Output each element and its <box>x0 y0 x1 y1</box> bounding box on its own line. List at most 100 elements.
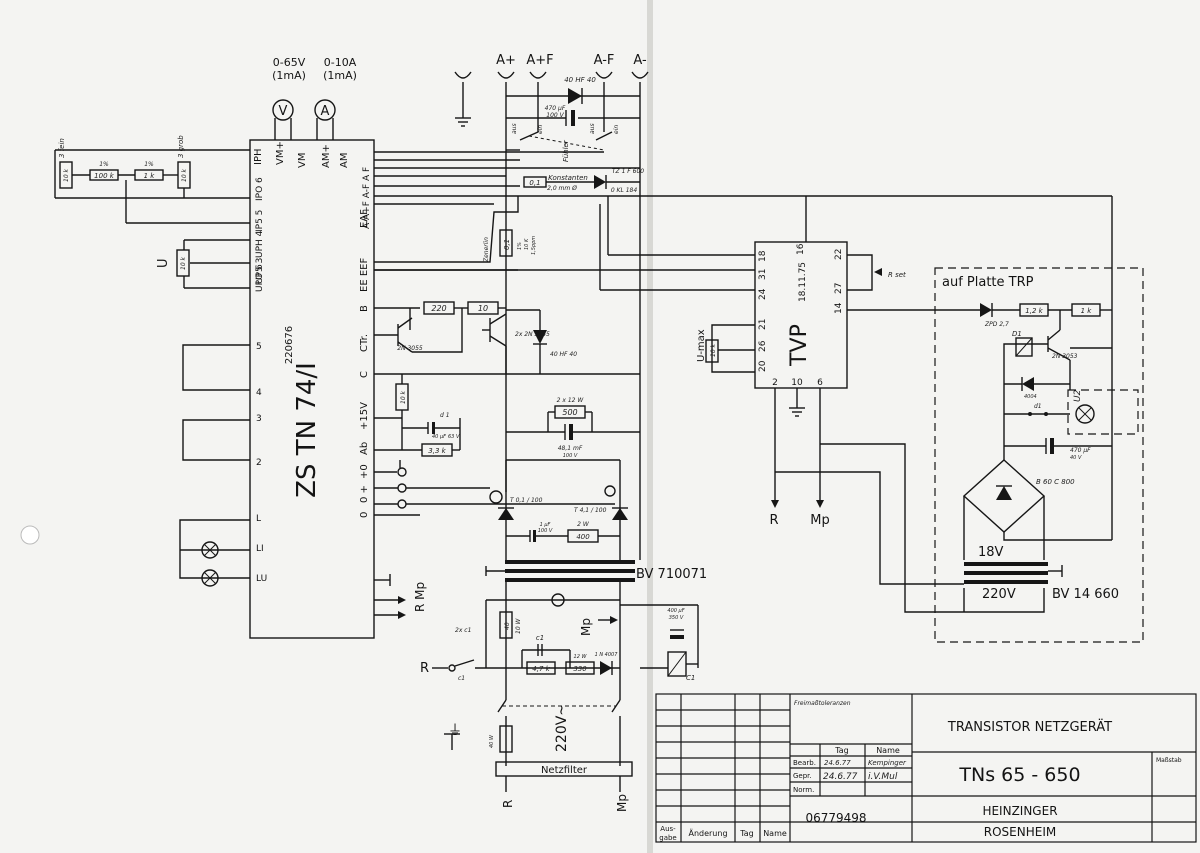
tb-massstab: Maßstab <box>1156 757 1182 764</box>
pin-5: 5 <box>256 342 262 352</box>
trans-2x2n3055: 2x 2N 3055 <box>515 331 550 338</box>
pot-grob-label: 3 grob <box>177 135 185 158</box>
pin-iph: IPH <box>253 149 264 166</box>
voltmeter-symbol: V <box>279 104 288 119</box>
res-10: 10 <box>478 304 488 313</box>
pin-upo: UPO 6 <box>255 264 265 292</box>
tvp-pin-26: 26 <box>758 340 768 352</box>
ammeter: A 0-10A (1mA) <box>314 56 357 140</box>
input-r: R <box>420 661 429 676</box>
cap-400-volt: 350 V <box>669 615 684 621</box>
tvp-pin-22: 22 <box>834 249 844 260</box>
res-10k: 10 k <box>400 390 407 404</box>
trans-2n3055: 2N 3055 <box>397 345 423 352</box>
tvp-name: TVP <box>787 324 812 367</box>
cap-1u-volt: 100 V <box>538 528 553 534</box>
tvp-pin-31: 31 <box>758 269 768 280</box>
pin-b: B <box>359 305 370 312</box>
zs-module-name: ZS TN 74/I <box>292 362 322 498</box>
sw-aus-2: aus <box>589 123 596 134</box>
tb-col-aenderung: Änderung <box>688 828 727 838</box>
zs-module-box <box>249 139 375 639</box>
current-set-network: 10 k 100 k 1 k 10 k 1% 1% 3 fein 3 grob … <box>54 135 250 289</box>
pin-15v: +15V <box>359 402 370 430</box>
tvp-module: TVP 18.11.75 18 31 24 21 26 20 16 22 27 … <box>374 196 906 528</box>
pin-li: LI <box>256 544 264 554</box>
pin-ee: EE EEF <box>359 258 370 292</box>
mp-label-mid: Mp <box>579 618 593 636</box>
tb-title: TRANSISTOR NETZGERÄT <box>947 719 1112 735</box>
main-transformer-label: BV 710071 <box>636 567 707 582</box>
tb-row-gepr-date: 24.6.77 <box>823 772 858 782</box>
pin-eaf: EAF <box>359 209 370 228</box>
pin-ab: Ab <box>359 442 370 455</box>
ammeter-unit: (1mA) <box>323 69 357 82</box>
res-400: 400 <box>576 533 590 541</box>
thyristor-stage: T 0,1 / 100 T 4,1 / 100 400 2 W 1 µF 100… <box>374 459 628 560</box>
u-label: U <box>156 258 171 268</box>
diode-tz: TZ 1 F 600 <box>612 168 644 175</box>
voltmeter-unit: (1mA) <box>272 69 306 82</box>
diode-40hf40: 40 HF 40 <box>550 351 577 358</box>
pot-fein-label: 3 fein <box>58 138 66 158</box>
filter-res: 40 W <box>489 734 495 748</box>
cap-top: 470 µF 100 V <box>506 105 640 126</box>
sw-aus-1: aus <box>511 123 518 134</box>
thy-2-label: T 4,1 / 100 <box>574 507 607 514</box>
pin-amp: AM+ <box>321 144 332 168</box>
sw-ein-2: ein <box>613 125 620 134</box>
tb-tag-header: Tag <box>834 746 849 755</box>
diode-4007: 1 N 4007 <box>595 652 619 658</box>
umax-pot-value: 10 k <box>710 343 717 357</box>
cap-big-value: 48,1 mF <box>558 445 583 452</box>
tvp-pin-18: 18 <box>758 250 768 262</box>
zs-output-arrows: R Mp <box>374 574 427 619</box>
filter-bank: 500 2 x 12 W 48,1 mF 100 V <box>506 397 640 459</box>
trp-d1b: d1 <box>1034 403 1042 410</box>
title-block: Freimaßtoleranzen Tag Name Bearb. 24.6.7… <box>655 693 1197 843</box>
pin-uph: UPH 4 <box>255 230 265 258</box>
cap-top-volt: 100 V <box>546 112 564 119</box>
tvp-pin-20: 20 <box>758 360 768 372</box>
pin-l: L <box>256 514 261 524</box>
pin-c: C <box>359 371 370 378</box>
d1-label: d 1 <box>440 412 450 419</box>
pin-vm: VM <box>297 153 308 168</box>
precision-resistor: Zenerlin 0,1 1% 10 K 1,5ppm <box>483 229 537 263</box>
trp-cap-value: 470 µF <box>1070 447 1091 454</box>
fuehler-label: Fühler <box>562 139 570 162</box>
zener-label: Zenerlin <box>483 237 490 263</box>
ground-symbol: ⏚ <box>448 723 462 739</box>
pot-grob-value: 10 k <box>181 168 188 182</box>
trp-d4004: 4004 <box>1024 394 1037 400</box>
tvp-out-mp: Mp <box>810 513 829 528</box>
tvp-pin-16: 16 <box>796 243 806 255</box>
zs-module-number: 220676 <box>284 326 295 364</box>
res-500-pw: 2 x 12 W <box>557 397 585 404</box>
cap-400-value: 400 µF <box>667 608 684 614</box>
pin-0: 0 <box>359 512 370 518</box>
ammeter-symbol: A <box>321 104 330 119</box>
trp-r1k: 1 k <box>1081 307 1093 315</box>
relay-label: C1 <box>686 674 695 682</box>
tvp-pin-24: 24 <box>758 288 768 300</box>
cap-68-volt: 63 V <box>448 434 460 440</box>
trp-v220: 220V <box>982 587 1016 602</box>
cap-top-value: 470 µF <box>545 105 566 112</box>
tol-2: 1% <box>144 161 154 168</box>
sense-switches: aus ein aus ein Fühler <box>511 123 620 162</box>
tvp-pin-14: 14 <box>834 302 844 314</box>
tb-col-ausgabe: Aus- <box>660 825 676 833</box>
trp-lamp: U2 <box>1073 389 1083 402</box>
tvp-pin-21: 21 <box>758 319 768 330</box>
pin-0p: 0 + <box>359 485 370 503</box>
tvp-code: 18.11.75 <box>798 262 808 302</box>
trp-board: auf Platte TRP ZPD 2,7 1,2 k 1 k 2N 3053… <box>775 195 1144 643</box>
tb-col-name: Name <box>763 829 787 838</box>
trp-d1: D1 <box>1012 330 1022 338</box>
cap-big-volt: 100 V <box>563 453 578 459</box>
zs-top-pins: IPH VM+ VM AM+ AM A-A+F A-F A F <box>253 141 372 229</box>
trp-transformer: BV 14 660 <box>1052 587 1119 602</box>
pin-p0: +0 <box>359 464 370 479</box>
trp-title: auf Platte TRP <box>942 275 1034 290</box>
